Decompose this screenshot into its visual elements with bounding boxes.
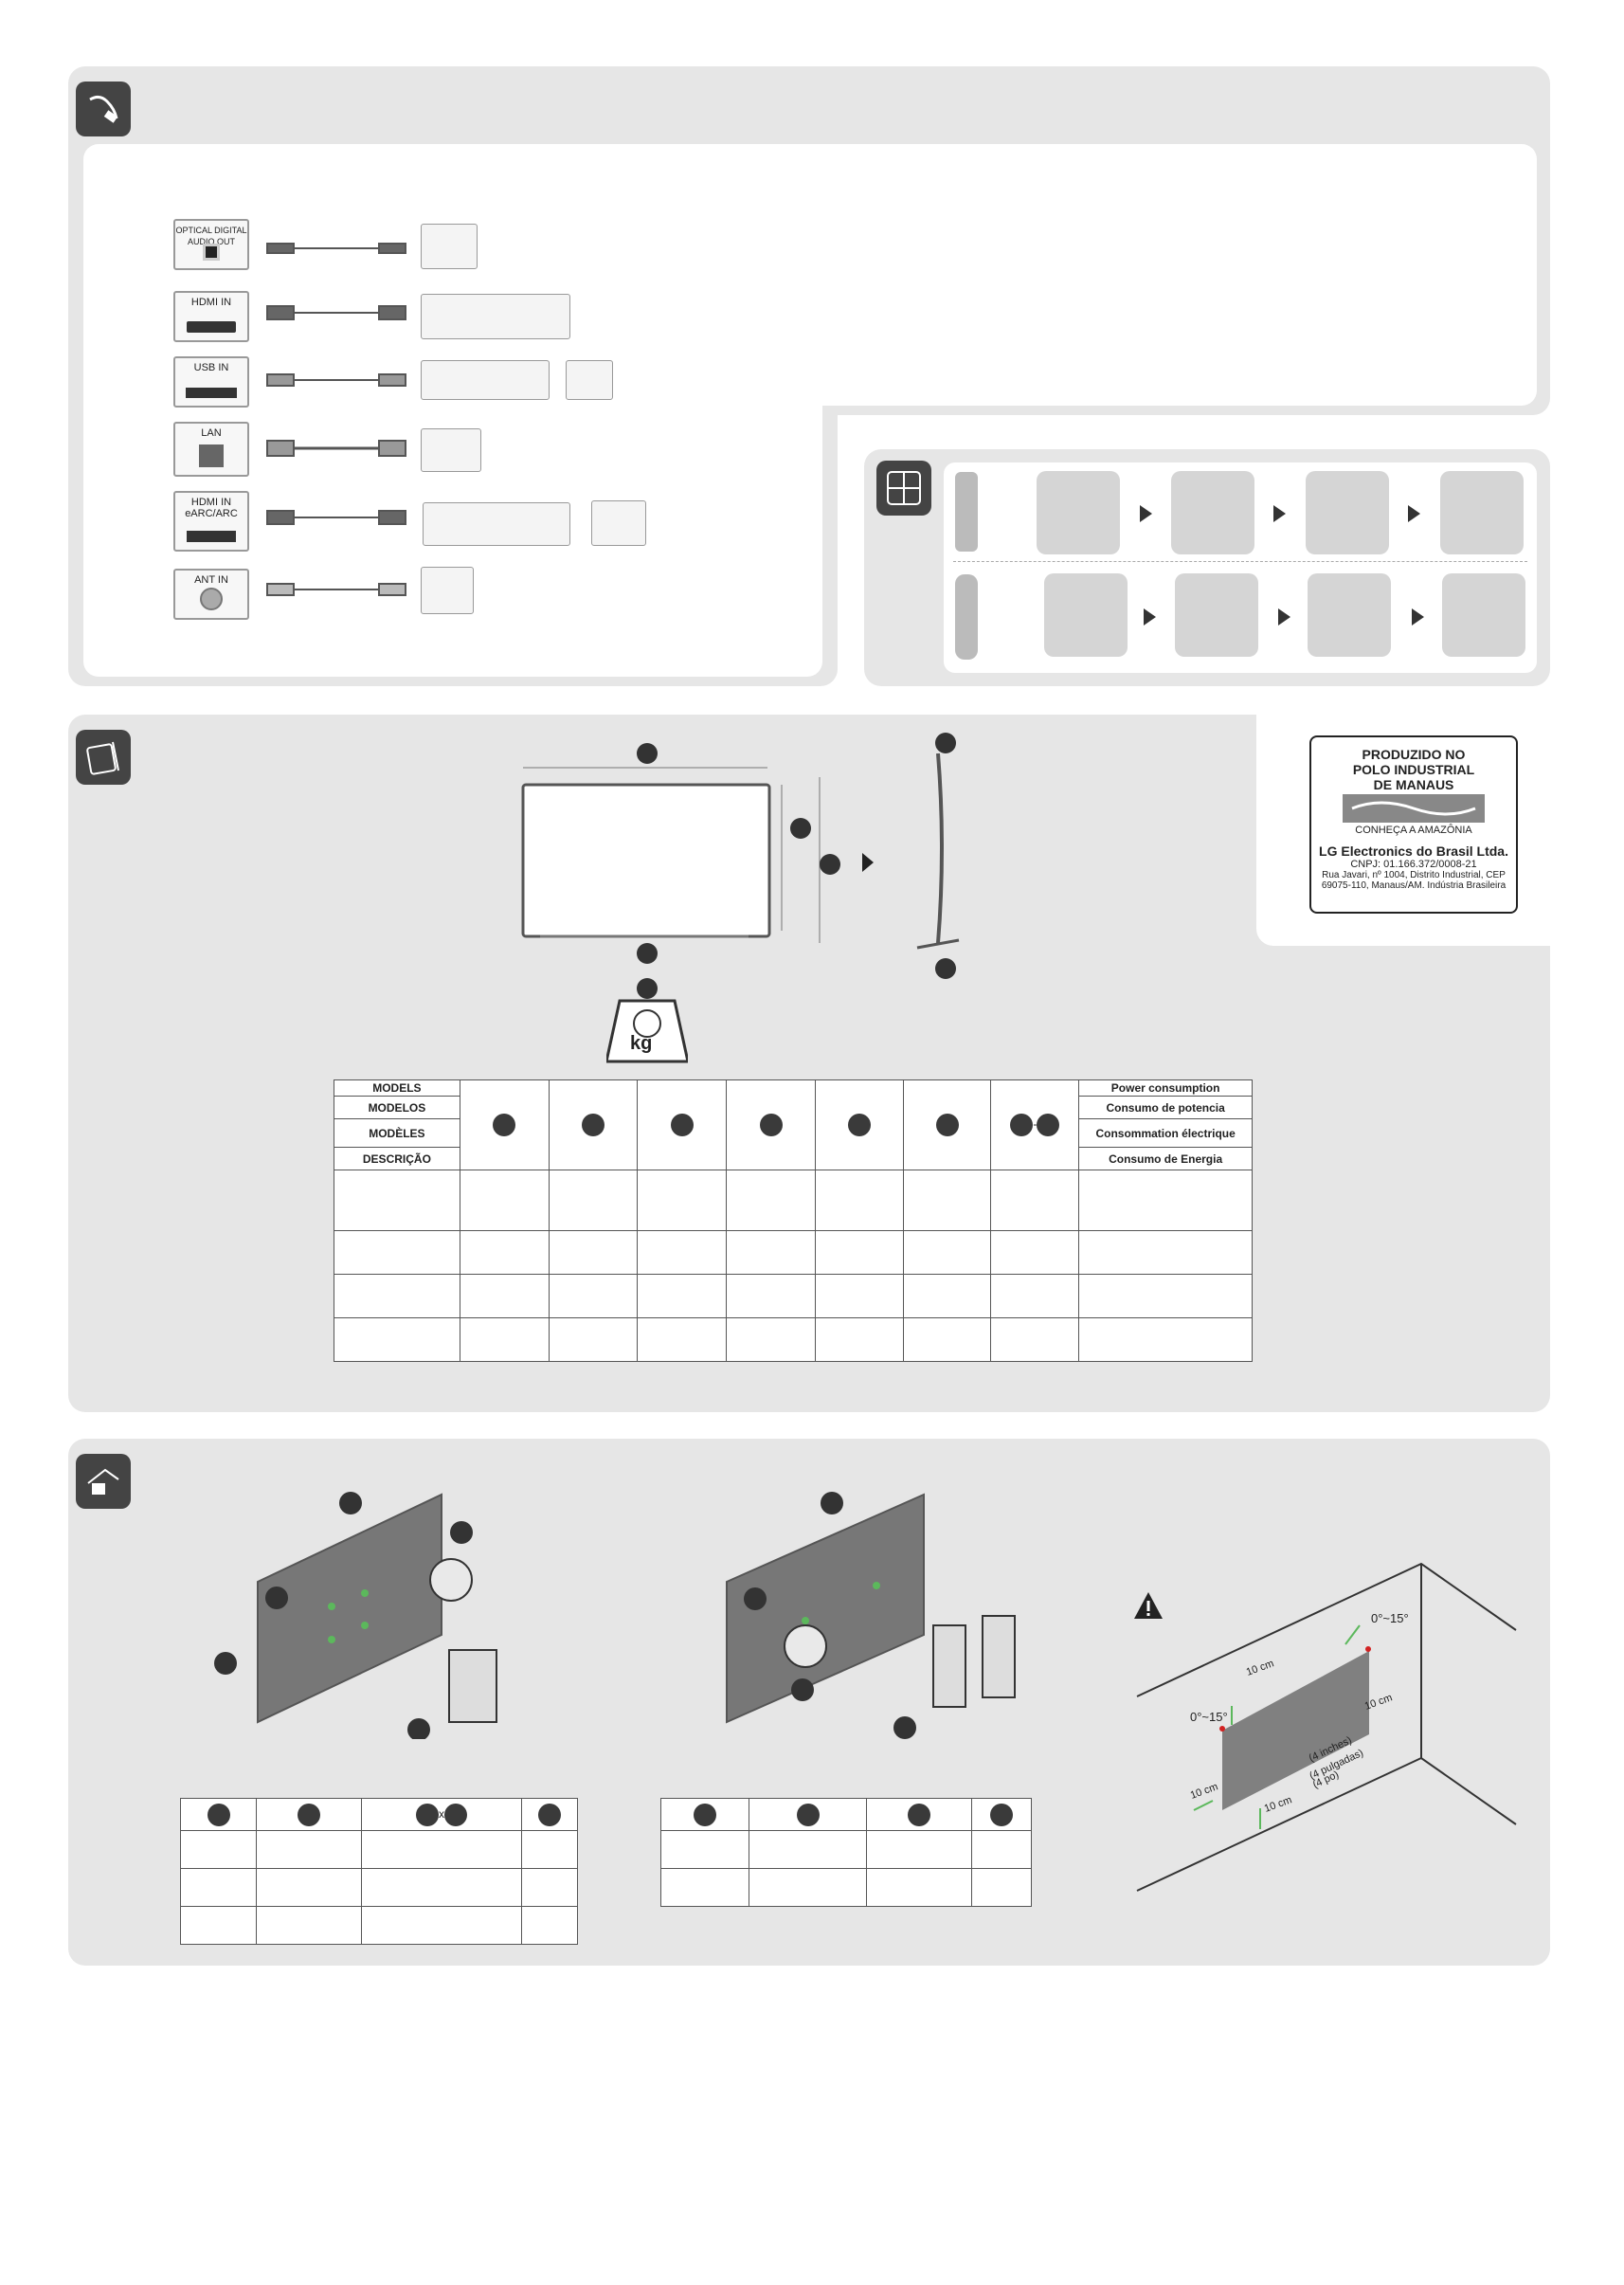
manaus-stamp: PRODUZIDO NO POLO INDUSTRIAL DE MANAUS C…: [1309, 735, 1518, 914]
remote-b-step1: [1044, 573, 1128, 657]
models-label: MODELS: [334, 1079, 460, 1097]
angle-label-left: 0°~15°: [1190, 1710, 1228, 1724]
remote-a-step1: [1037, 471, 1120, 554]
manaus-wave-logo: [1343, 794, 1485, 823]
wall-mount-section-icon: [76, 1454, 131, 1509]
arrow-right-icon: [1273, 505, 1286, 522]
device-router-icon: [421, 428, 481, 472]
cable-section-icon: [76, 82, 131, 136]
wall-mount-table-a: x: [179, 1798, 578, 1945]
remote-a-step2: [1171, 471, 1254, 554]
port-hdmi: HDMI IN: [173, 291, 249, 342]
port-lan: LAN: [173, 422, 249, 477]
manaus-addr1: Rua Javari, nº 1004, Distrito Industrial…: [1322, 870, 1506, 880]
arrow-right-icon: [1412, 608, 1424, 626]
manaus-line1: PRODUZIDO NO: [1362, 747, 1466, 762]
device-players-laptop-icon: [421, 294, 570, 339]
manaus-line2: POLO INDUSTRIAL: [1352, 762, 1475, 777]
weight-section-icon: [76, 730, 131, 785]
remote-b-step2: [1175, 573, 1258, 657]
remote-b-step4: [1442, 573, 1525, 657]
manaus-tagline: CONHEÇA A AMAZÔNIA: [1355, 825, 1472, 836]
weight-unit: kg: [630, 1033, 653, 1054]
device-soundbar-icon: [421, 224, 478, 269]
wall-mount-a-drawing: [214, 1492, 497, 1739]
remote-a-icon: [955, 472, 978, 552]
remote-a-step3: [1306, 471, 1389, 554]
cables-drawing: [266, 243, 406, 596]
angle-label-top: 0°~15°: [1371, 1611, 1409, 1625]
remote-divider: [953, 561, 1527, 562]
port-usb: USB IN: [173, 356, 249, 408]
remote-a-step4: [1440, 471, 1524, 554]
tv-dimension-drawing: [521, 733, 960, 979]
port-antenna: ANT IN: [173, 569, 249, 620]
arrow-right-icon: [1408, 505, 1420, 522]
manaus-line3: DE MANAUS: [1373, 777, 1454, 792]
manaus-addr2: 69075-110, Manaus/AM. Indústria Brasilei…: [1321, 880, 1507, 891]
port-optical: OPTICAL DIGITAL AUDIO OUT: [173, 219, 249, 270]
manaus-cnpj: CNPJ: 01.166.372/0008-21: [1350, 859, 1477, 870]
device-soundbar-earc-icon: [591, 500, 646, 546]
connections-inner: [83, 144, 1537, 406]
wall-mount-b-drawing: [726, 1492, 1016, 1739]
weight-scale-icon: [604, 991, 690, 1063]
manaus-company: LG Electronics do Brasil Ltda.: [1319, 843, 1508, 859]
arrow-right-icon: [1278, 608, 1290, 626]
port-hdmi-earc: HDMI IN eARC/ARC: [173, 491, 249, 552]
arrow-right-icon: [1144, 608, 1156, 626]
weight-badge: [637, 978, 658, 999]
device-usb-storage-icon: [421, 360, 550, 400]
device-antenna-icon: [421, 567, 474, 614]
device-players-laptop-earc-icon: [423, 502, 570, 546]
remote-b-step3: [1308, 573, 1391, 657]
power-label: Power consumption: [1078, 1079, 1253, 1097]
arrow-right-icon: [1140, 505, 1152, 522]
wall-clearance-drawing: [1136, 1562, 1517, 1892]
warning-icon: [1134, 1592, 1163, 1619]
remote-b-icon: [955, 574, 978, 660]
device-usb-stick-icon: [566, 360, 613, 400]
battery-section-icon: [876, 461, 931, 516]
wall-mount-table-b: [660, 1798, 1032, 1907]
